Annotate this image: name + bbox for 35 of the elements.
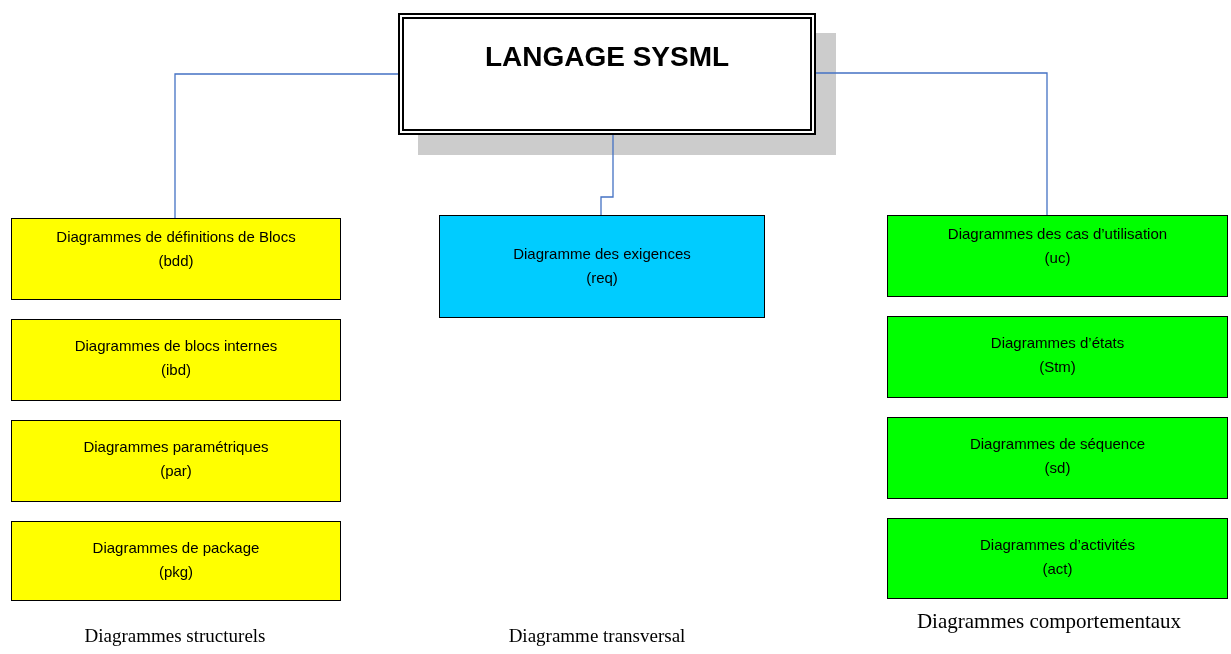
structure-diagram-box <box>11 521 341 601</box>
connector-line <box>600 134 614 216</box>
diagram-name: Diagrammes d’états <box>990 333 1125 353</box>
connector-line <box>174 73 399 219</box>
group-caption: Diagramme transversal <box>508 625 686 647</box>
connector-line <box>815 72 1048 216</box>
diagram-name: Diagrammes de séquence <box>969 434 1146 454</box>
requirement-diagram-box <box>439 215 765 318</box>
group-caption: Diagrammes structurels <box>84 625 266 647</box>
diagram-name: Diagrammes de blocs internes <box>74 336 278 356</box>
diagram-abbreviation: (ibd) <box>161 360 191 380</box>
diagram-name: Diagrammes paramétriques <box>83 437 269 457</box>
diagram-abbreviation: (sd) <box>1044 458 1071 478</box>
structure-diagram-box <box>11 420 341 502</box>
behavior-diagram-box <box>887 316 1228 398</box>
behavior-diagram-box <box>887 417 1228 499</box>
diagram-name: Diagrammes des cas d’utilisation <box>947 224 1168 244</box>
diagram-abbreviation: (par) <box>160 461 192 481</box>
diagram-name: Diagrammes d’activités <box>979 535 1135 555</box>
structure-diagram-box <box>11 218 341 300</box>
diagram-abbreviation: (pkg) <box>158 562 194 582</box>
structure-diagram-box <box>11 319 341 401</box>
diagram-abbreviation: (uc) <box>1044 248 1071 268</box>
diagram-abbreviation: (act) <box>1042 559 1073 579</box>
diagram-name: Diagrammes de package <box>92 538 260 558</box>
diagram-abbreviation: (Stm) <box>1039 357 1076 377</box>
diagram-abbreviation: (bdd) <box>158 251 194 271</box>
behavior-diagram-box <box>887 215 1228 297</box>
group-caption: Diagrammes comportementaux <box>916 609 1182 634</box>
title-text: LANGAGE SYSML <box>484 45 730 69</box>
diagram-name: Diagrammes de définitions de Blocs <box>56 227 296 247</box>
title-box <box>398 13 816 135</box>
diagram-abbreviation: (req) <box>586 268 618 288</box>
diagram-name: Diagramme des exigences <box>513 244 691 264</box>
behavior-diagram-box <box>887 518 1228 599</box>
